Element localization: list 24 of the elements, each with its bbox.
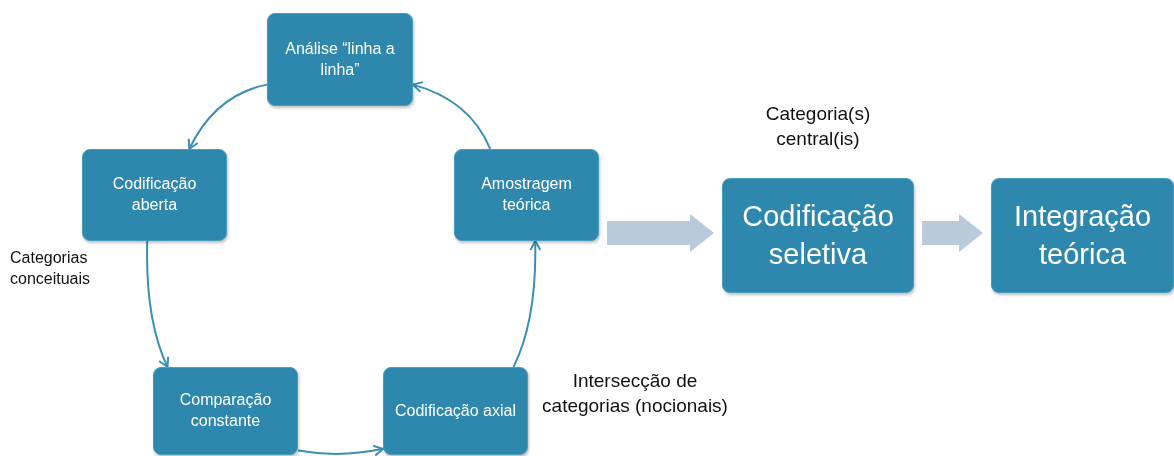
annotation-text: Categorias conceituais	[10, 248, 92, 289]
curved-arrow	[412, 81, 492, 150]
process-box	[991, 178, 1174, 293]
process-box	[153, 367, 298, 455]
curved-arrow	[146, 240, 170, 368]
block-arrow	[922, 214, 983, 252]
curved-arrow	[187, 83, 268, 150]
box-label: Comparação constante	[178, 390, 273, 431]
box-label: Codificação seletiva	[741, 198, 895, 272]
process-box	[722, 178, 914, 293]
process-box	[82, 149, 227, 241]
block-arrow	[607, 214, 714, 252]
annotation-text: Intersecção de categorias (nocionais)	[541, 369, 729, 418]
process-box	[267, 13, 413, 106]
box-label: Integração teórica	[1012, 198, 1152, 272]
process-box	[454, 149, 599, 241]
node-caption: Categoria(s) central(is)	[764, 102, 872, 151]
curved-arrow	[512, 240, 542, 368]
box-label: Codificação aberta	[111, 174, 198, 215]
process-box	[383, 367, 528, 455]
box-label: Amostragem teórica	[480, 174, 573, 215]
curved-arrow	[297, 444, 384, 456]
box-label: Análise “linha a linha”	[284, 38, 396, 80]
box-label: Codificação axial	[394, 400, 517, 421]
